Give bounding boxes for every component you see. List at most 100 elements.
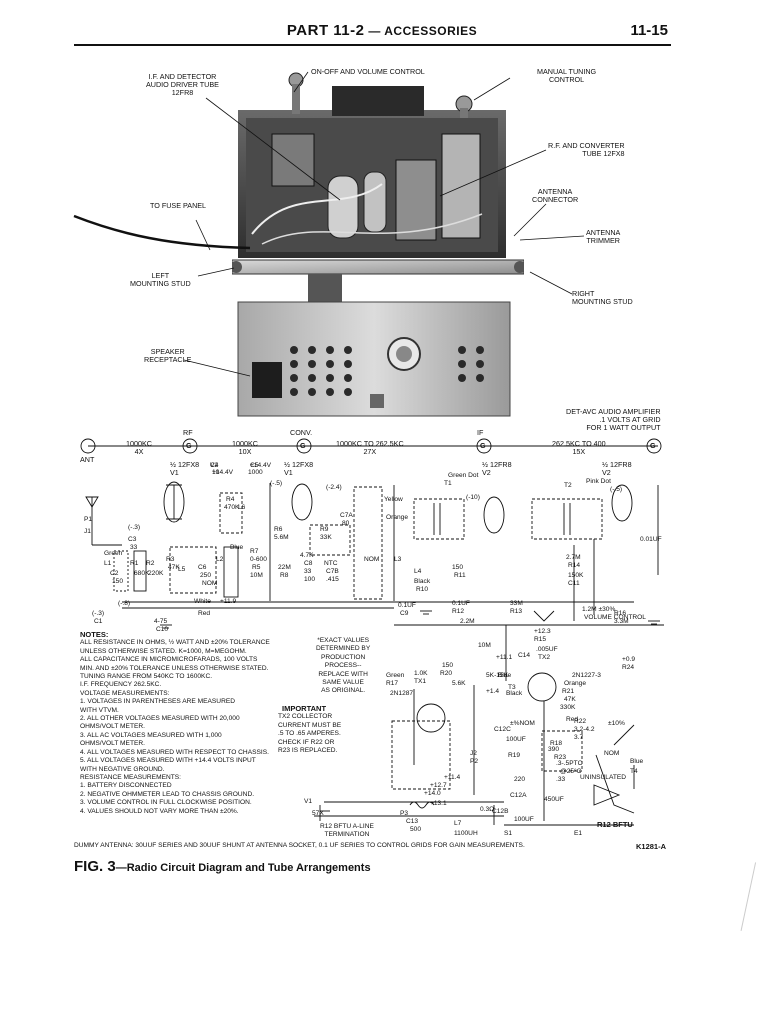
dummy-antenna-note: DUMMY ANTENNA: 30UUF SERIES AND 30UUF SH… xyxy=(74,842,525,849)
schematic-part-label: 47K xyxy=(564,696,576,703)
schematic-part-label: C14 xyxy=(518,652,530,659)
schematic-part-label: 2N1287 xyxy=(390,690,413,697)
schematic-part-label: R6 xyxy=(274,526,283,533)
page-curl-line xyxy=(724,858,757,932)
schematic-part-label: ±10% xyxy=(608,720,625,727)
schematic-part-label: R20 xyxy=(440,670,452,677)
section-label: ACCESSORIES xyxy=(384,24,478,38)
schematic-part-label: 33M xyxy=(510,600,523,607)
schematic-part-label: 5.6M xyxy=(274,534,289,541)
schematic-part-label: +14.4V xyxy=(250,462,272,469)
schematic-part-label: VOLUME CONTROL xyxy=(584,614,646,621)
radio-circuit-schematic: C410C51000(-.5)(-2.4)YellowOrangeR4470KL… xyxy=(80,438,664,837)
schematic-part-label: 0.1UF xyxy=(452,600,470,607)
schematic-part-label: 57X xyxy=(312,810,324,817)
figure-caption: FIG. 3—Radio Circuit Diagram and Tube Ar… xyxy=(74,858,371,875)
schematic-part-label: +12.3 xyxy=(534,628,551,635)
schematic-part-label: ±%NOM xyxy=(510,720,535,727)
callout-left-stud: LEFT MOUNTING STUD xyxy=(130,271,191,288)
schematic-part-label: R22 xyxy=(574,718,586,725)
callout-leaders xyxy=(73,71,585,377)
exact-values-note: *EXACT VALUES DETERMINED BY PRODUCTION P… xyxy=(316,637,371,695)
schematic-part-label: 5K-15K xyxy=(486,672,509,679)
page-header: PART 11-2 — ACCESSORIES xyxy=(286,22,478,39)
schematic-part-label: C8 xyxy=(304,560,313,567)
schematic-part-label: Green xyxy=(386,672,405,679)
schematic-part-label: C4 xyxy=(210,462,219,469)
schematic-part-label: C1 xyxy=(94,618,103,625)
g-symbol-2: G xyxy=(300,441,306,450)
chain-if-label: IF xyxy=(477,428,484,437)
schematic-part-label: 4.7K xyxy=(300,552,314,559)
callout-antenna-connector: ANTENNA CONNECTOR xyxy=(532,187,579,204)
schematic-part-label: +14.0 xyxy=(424,790,441,797)
schematic-part-label: NOM xyxy=(364,556,379,563)
g-symbol-3: G xyxy=(480,441,486,450)
schematic-part-label: C3 xyxy=(128,536,137,543)
schematic-part-label: R11 xyxy=(454,572,466,579)
schematic-part-label: TX2 xyxy=(538,654,550,661)
schematic-part-label: R1 xyxy=(130,560,139,567)
g-symbol-4: G xyxy=(650,441,656,450)
schematic-part-label: R9 xyxy=(320,526,329,533)
r12-bftu-label: R12 BFTU xyxy=(597,820,633,829)
callout-right-stud: RIGHT MOUNTING STUD xyxy=(572,289,633,306)
schematic-part-label: Red xyxy=(566,716,578,723)
schematic-part-label: +0.9 xyxy=(622,656,635,663)
resistance-title: RESISTANCE MEASUREMENTS: xyxy=(80,773,181,781)
schematic-part-label: NOM xyxy=(604,750,619,757)
schematic-part-label: 0.3Ω xyxy=(480,806,494,813)
schematic-part-label: .415 xyxy=(326,576,339,583)
schematic-part-label: (-.5) xyxy=(270,480,282,487)
schematic-part-label: Orange xyxy=(386,514,408,521)
schematic-part-label: 3.3M xyxy=(614,618,629,625)
schematic-part-label: R19 xyxy=(508,752,520,759)
schematic-part-label: 3.2-4.2 xyxy=(574,726,595,733)
schematic-part-label: C7A xyxy=(340,512,353,519)
schematic-part-label: Blue xyxy=(630,758,644,765)
callout-manual-tuning: MANUAL TUNING CONTROL xyxy=(537,67,597,84)
callout-if-detector: I.F. AND DETECTOR AUDIO DRIVER TUBE 12FR… xyxy=(146,72,219,97)
schematic-part-label: J1 xyxy=(84,528,91,535)
g-symbol-1: G xyxy=(186,441,192,450)
schematic-part-label: (-.5) xyxy=(610,486,622,493)
schematic-part-label: Orange xyxy=(564,680,586,687)
schematic-part-label: L4 xyxy=(414,568,422,575)
callout-rf-converter: R.F. AND CONVERTER TUBE 12FX8 xyxy=(548,141,625,158)
schematic-part-label: T4 xyxy=(630,768,638,775)
schematic-part-label: 3.7 xyxy=(574,734,583,741)
schematic-part-label: E1 xyxy=(574,830,582,837)
callout-antenna-trimmer: ANTENNA TRIMMER xyxy=(586,228,621,245)
schematic-part-label: S1 xyxy=(504,830,512,837)
schematic-part-label: C12A xyxy=(510,792,527,799)
schematic-part-label: 10M xyxy=(478,642,491,649)
schematic-part-label: P3 xyxy=(400,810,408,817)
schematic-part-label: V1 xyxy=(304,798,312,805)
schematic-part-label: 150K xyxy=(568,572,584,579)
schematic-part-label: 330K xyxy=(560,704,576,711)
schematic-part-label: C6 xyxy=(198,564,207,571)
schematic-part-label: Black xyxy=(414,578,431,585)
schematic-part-label: R13 xyxy=(510,608,522,615)
schematic-part-label: +11.4 xyxy=(444,774,461,781)
radio-chassis-photo xyxy=(232,72,524,417)
amp-header: DET-AVC AUDIO AMPLIFIER .1 VOLTS AT GRID… xyxy=(566,407,661,432)
schematic-part-label: R23 xyxy=(554,754,566,761)
schematic-part-label: P1 xyxy=(84,516,92,523)
figure-caption-text: —Radio Circuit Diagram and Tube Arrangem… xyxy=(115,862,371,874)
schematic-part-label: C12C xyxy=(494,726,511,733)
schematic-part-label: L7 xyxy=(454,820,462,827)
schematic-part-label: C12B xyxy=(492,808,509,815)
schematic-part-label: +1.4 xyxy=(486,688,499,695)
header-rule xyxy=(74,44,671,46)
figure-number: FIG. 3 xyxy=(74,858,116,875)
schematic-part-label: NOM xyxy=(202,580,217,587)
schematic-part-label: 0.1UF xyxy=(398,602,416,609)
schematic-part-label: R15 xyxy=(534,636,546,643)
voltage-title: VOLTAGE MEASUREMENTS: xyxy=(80,689,170,697)
